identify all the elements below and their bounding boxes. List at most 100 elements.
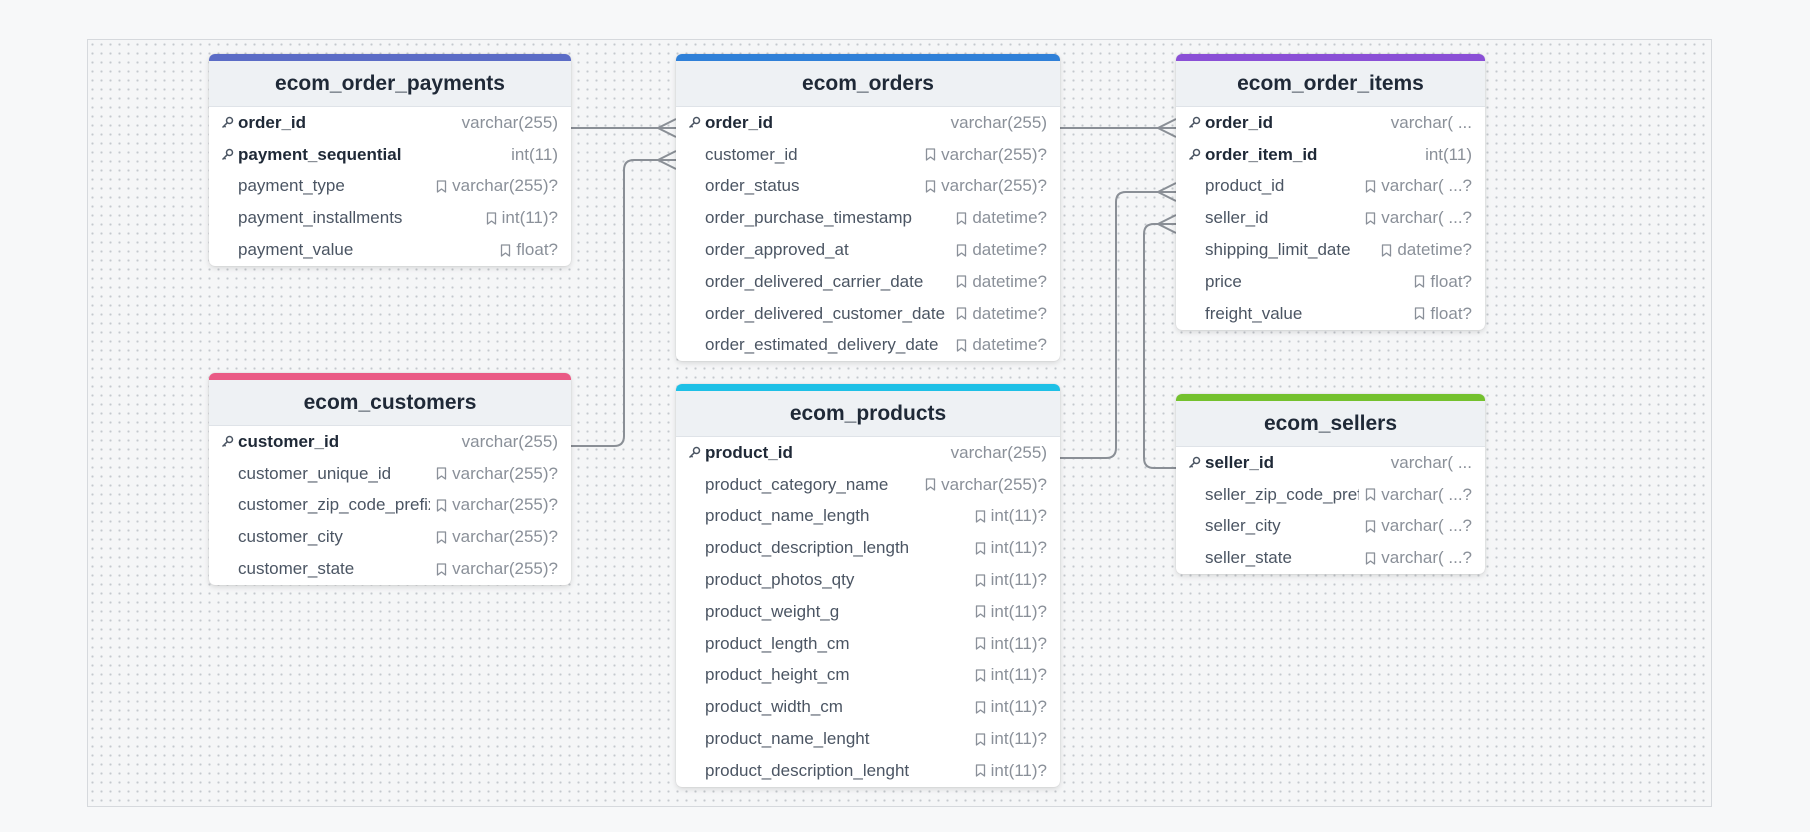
column-type: float?	[500, 240, 558, 260]
column-type-label: varchar(255)?	[452, 176, 558, 196]
nullable-bookmark-icon	[436, 531, 447, 544]
column-row[interactable]: shipping_limit_date datetime?	[1176, 234, 1485, 266]
column-name: product_width_cm	[705, 697, 843, 717]
column-type-label: datetime?	[1397, 240, 1472, 260]
column-list: product_id varchar(255) product_category_n…	[676, 437, 1060, 787]
column-type-label: int(11)?	[990, 570, 1047, 590]
column-type-label: datetime?	[972, 271, 1047, 291]
table-title[interactable]: ecom_sellers	[1176, 401, 1485, 447]
column-name: payment_sequential	[238, 144, 402, 164]
column-row[interactable]: product_category_name varchar(255)?	[676, 469, 1060, 501]
column-row[interactable]: order_delivered_customer_date datetime?	[676, 298, 1060, 330]
column-type-label: varchar(255)?	[941, 474, 1047, 494]
column-type-label: int(11)?	[990, 506, 1047, 526]
nullable-bookmark-icon	[1365, 180, 1376, 193]
primary-key-icon	[1188, 456, 1205, 469]
column-type-label: varchar( ...?	[1381, 548, 1472, 568]
column-row[interactable]: product_id varchar(255)	[676, 437, 1060, 469]
column-type: float?	[1414, 272, 1472, 292]
column-type-label: varchar(255)	[950, 442, 1047, 462]
column-type: varchar( ...	[1391, 113, 1472, 133]
nullable-bookmark-icon	[925, 478, 936, 491]
column-name: order_approved_at	[705, 240, 849, 260]
column-type: int(11)?	[975, 506, 1047, 526]
column-name: freight_value	[1205, 303, 1303, 323]
column-type: int(11)?	[975, 634, 1047, 654]
table-title[interactable]: ecom_order_payments	[209, 61, 571, 107]
primary-key-icon	[1188, 148, 1205, 161]
column-name: order_delivered_customer_date	[705, 303, 946, 323]
column-type: varchar( ...?	[1365, 208, 1472, 228]
nullable-bookmark-icon	[1414, 275, 1425, 289]
nullable-bookmark-icon	[956, 243, 967, 257]
primary-key-icon	[688, 446, 705, 459]
column-type-label: datetime?	[972, 208, 1047, 228]
table-title[interactable]: ecom_orders	[676, 61, 1060, 107]
column-type-label: varchar(255)	[950, 112, 1047, 132]
column-name: customer_city	[238, 527, 343, 547]
column-type: int(11)?	[975, 761, 1047, 781]
column-name: product_id	[705, 442, 793, 462]
table-title[interactable]: ecom_order_items	[1176, 61, 1485, 107]
column-row[interactable]: order_id varchar( ...	[1176, 107, 1485, 139]
nullable-bookmark-icon	[1365, 212, 1376, 225]
primary-key-icon	[221, 116, 238, 129]
column-name: product_category_name	[705, 474, 889, 494]
nullable-bookmark-icon	[925, 148, 936, 161]
column-name: order_id	[1205, 112, 1274, 132]
column-type-label: varchar( ...?	[1381, 208, 1472, 228]
table-title[interactable]: ecom_customers	[209, 380, 571, 426]
column-type-label: float?	[516, 240, 558, 260]
table-title[interactable]: ecom_products	[676, 391, 1060, 437]
column-type-label: int(11)?	[990, 633, 1047, 653]
column-type: datetime?	[956, 304, 1047, 324]
column-name: order_id	[238, 112, 307, 132]
column-type-label: int(11)	[1425, 144, 1472, 164]
nullable-bookmark-icon	[436, 467, 447, 480]
nullable-bookmark-icon	[1365, 552, 1376, 565]
column-name: shipping_limit_date	[1205, 240, 1351, 260]
